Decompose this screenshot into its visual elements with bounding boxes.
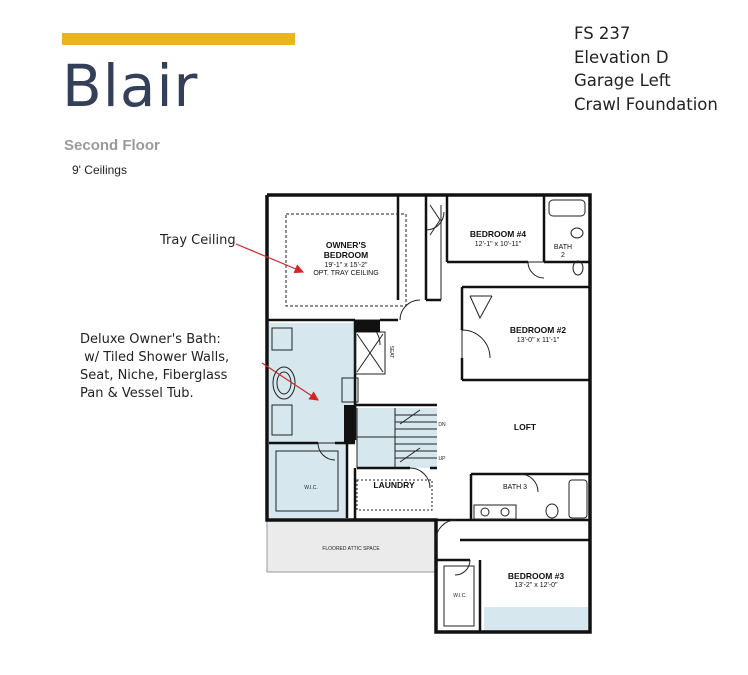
bed3-wic-shelving bbox=[443, 565, 475, 627]
owners-bath-floor bbox=[269, 323, 357, 443]
ceiling-height-note: 9' Ceilings bbox=[72, 163, 127, 177]
tray-ceiling-outline bbox=[285, 213, 407, 307]
plan-title: Blair bbox=[62, 52, 199, 120]
stair-down-label: DN bbox=[438, 422, 446, 428]
room-labels: OWNER'S BEDROOM 19'-1" x 15'-2" OPT. TRA… bbox=[304, 229, 572, 599]
bedroom4-name: BEDROOM #4 bbox=[470, 229, 526, 239]
owners-wic-floor bbox=[269, 443, 347, 518]
callout-arrows bbox=[235, 243, 320, 401]
bath3-vanity bbox=[473, 504, 517, 520]
bath2-number: 2 bbox=[561, 252, 565, 259]
bed3-floor-strip bbox=[484, 607, 588, 631]
wall-block bbox=[355, 320, 380, 332]
owners-wic-label: W.I.C. bbox=[304, 485, 318, 491]
bath2-name: BATH bbox=[554, 244, 572, 251]
vanity-left-top bbox=[271, 327, 293, 351]
accent-bar bbox=[62, 33, 295, 45]
callout-line: Seat, Niche, Fiberglass bbox=[80, 368, 228, 383]
attic-label: FLOORED ATTIC SPACE bbox=[322, 546, 380, 552]
attic-space bbox=[266, 519, 437, 573]
vanity-left-bottom bbox=[271, 404, 293, 436]
plan-info-block: FS 237 Elevation D Garage Left Crawl Fou… bbox=[574, 22, 718, 116]
interior-details bbox=[271, 199, 588, 627]
bedroom3-name: BEDROOM #3 bbox=[508, 571, 564, 581]
owners-bedroom-note: OPT. TRAY CEILING bbox=[313, 270, 378, 277]
toilet-room bbox=[341, 377, 359, 403]
info-garage: Garage Left bbox=[574, 71, 671, 90]
owners-bath-arrow bbox=[261, 362, 320, 401]
bedroom2-name: BEDROOM #2 bbox=[510, 325, 566, 335]
shower-seat-label: SEAT bbox=[388, 346, 394, 359]
stair-up-label: UP bbox=[439, 456, 447, 462]
callout-line: Deluxe Owner's Bath: bbox=[80, 332, 221, 347]
bath3-name: BATH 3 bbox=[503, 484, 527, 491]
bedroom3-dims: 13'-2" x 12'-0" bbox=[514, 582, 558, 589]
bedroom4-dims: 12'-1" x 10'-11" bbox=[475, 241, 522, 248]
bed3-wic-label: W.I.C. bbox=[453, 593, 467, 599]
info-plan-number: FS 237 bbox=[574, 24, 631, 43]
bath2-tub bbox=[548, 199, 586, 217]
info-foundation: Crawl Foundation bbox=[574, 94, 718, 114]
owners-bedroom-name-line1: OWNER'S bbox=[326, 240, 367, 250]
owners-bedroom-name-line2: BEDROOM bbox=[324, 250, 368, 260]
owners-bath-callout: Deluxe Owner's Bath: w/ Tiled Shower Wal… bbox=[80, 331, 229, 403]
tray-ceiling-arrow bbox=[235, 243, 305, 274]
exterior-walls bbox=[265, 193, 592, 634]
soaking-tub bbox=[272, 366, 296, 400]
tray-ceiling-callout: Tray Ceiling bbox=[160, 233, 236, 248]
floor-level-label: Second Floor bbox=[64, 137, 160, 154]
callout-line: Pan & Vessel Tub. bbox=[80, 386, 194, 401]
bedroom2-dims: 13'-0" x 11'-1" bbox=[517, 337, 560, 344]
bath2-sink bbox=[570, 227, 584, 239]
wall-block bbox=[344, 405, 355, 443]
laundry-counter bbox=[356, 479, 433, 511]
info-elevation: Elevation D bbox=[574, 47, 669, 67]
bath3-toilet bbox=[545, 503, 559, 519]
callout-line: w/ Tiled Shower Walls, bbox=[80, 350, 230, 365]
laundry-name: LAUNDRY bbox=[373, 480, 415, 490]
loft-name: LOFT bbox=[514, 422, 537, 432]
bath3-tub bbox=[568, 479, 588, 519]
wic-shelving bbox=[275, 450, 339, 512]
bath2-toilet bbox=[572, 260, 584, 276]
owners-bedroom-dims: 19'-1" x 15'-2" bbox=[324, 262, 368, 269]
stair-floor bbox=[357, 408, 437, 468]
